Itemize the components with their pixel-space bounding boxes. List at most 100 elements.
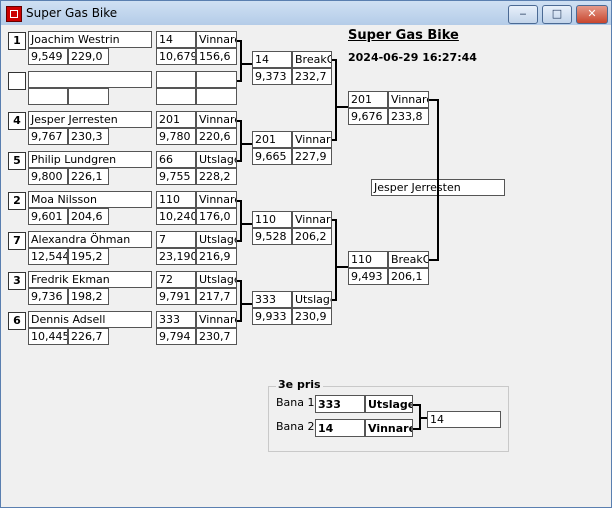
lane2-number-input[interactable]: 14 (315, 419, 365, 437)
vehicle-number[interactable]: 14 (156, 31, 196, 48)
competitor-speed[interactable]: 195,2 (68, 248, 109, 265)
run-time[interactable]: 10,679 (156, 48, 196, 65)
vehicle-number[interactable]: 7 (156, 231, 196, 248)
close-button[interactable]: ✕ (576, 5, 608, 24)
run-speed[interactable]: 176,0 (196, 208, 237, 225)
run-time[interactable]: 9,676 (348, 108, 388, 125)
run-speed[interactable]: 216,9 (196, 248, 237, 265)
vehicle-number[interactable] (156, 71, 196, 88)
competitor-name[interactable]: Fredrik Ekman (28, 271, 152, 288)
competitor-time[interactable] (28, 88, 68, 105)
run-time[interactable]: 9,493 (348, 268, 388, 285)
seed-number: 2 (8, 192, 26, 210)
vehicle-number[interactable]: 110 (156, 191, 196, 208)
seed-number: 1 (8, 32, 26, 50)
result-status[interactable]: Vinnare (196, 111, 237, 128)
result-status[interactable]: Vinnare (196, 311, 237, 328)
bracket-connector (240, 120, 242, 162)
bracket-connector (242, 303, 252, 305)
run-time[interactable]: 9,780 (156, 128, 196, 145)
maximize-button[interactable]: □ (542, 5, 572, 24)
result-status[interactable]: Utslagen (196, 151, 237, 168)
result-status[interactable]: Utslagen (196, 231, 237, 248)
competitor-speed[interactable]: 204,6 (68, 208, 109, 225)
lane2-result[interactable]: Vinnare (365, 419, 413, 437)
competitor-time[interactable]: 9,736 (28, 288, 68, 305)
result-status[interactable]: Vinnare (292, 131, 332, 148)
lane1-number-input[interactable]: 333 (315, 395, 365, 413)
vehicle-number[interactable]: 66 (156, 151, 196, 168)
minimize-button[interactable]: ‒ (508, 5, 538, 24)
competitor-time[interactable]: 9,601 (28, 208, 68, 225)
bracket-connector (237, 320, 242, 322)
competitor-time[interactable]: 9,800 (28, 168, 68, 185)
competitor-name[interactable]: Dennis Adsell (28, 311, 152, 328)
competitor-time[interactable]: 10,445 (28, 328, 68, 345)
run-time[interactable]: 9,665 (252, 148, 292, 165)
competitor-name[interactable]: Alexandra Öhman (28, 231, 152, 248)
run-time[interactable] (156, 88, 196, 105)
vehicle-number[interactable]: 72 (156, 271, 196, 288)
result-status[interactable]: BreakOut (388, 251, 429, 268)
competitor-name[interactable]: Moa Nilsson (28, 191, 152, 208)
vehicle-number[interactable]: 333 (252, 291, 292, 308)
vehicle-number[interactable]: 201 (348, 91, 388, 108)
bracket-connector (237, 40, 242, 42)
competitor-name[interactable]: Jesper Jerresten (28, 111, 152, 128)
run-speed[interactable]: 230,7 (196, 328, 237, 345)
vehicle-number[interactable]: 201 (156, 111, 196, 128)
competitor-time[interactable]: 12,544 (28, 248, 68, 265)
competitor-name[interactable]: Joachim Westrin (28, 31, 152, 48)
vehicle-number[interactable]: 201 (252, 131, 292, 148)
run-speed[interactable]: 156,6 (196, 48, 237, 65)
competitor-speed[interactable]: 226,7 (68, 328, 109, 345)
competitor-speed[interactable]: 226,1 (68, 168, 109, 185)
result-status[interactable]: BreakOut (292, 51, 332, 68)
seed-number: 7 (8, 232, 26, 250)
vehicle-number[interactable]: 110 (252, 211, 292, 228)
result-status[interactable]: Vinnare (196, 31, 237, 48)
vehicle-number[interactable]: 333 (156, 311, 196, 328)
vehicle-number[interactable]: 110 (348, 251, 388, 268)
run-time[interactable]: 9,791 (156, 288, 196, 305)
run-speed[interactable]: 230,9 (292, 308, 332, 325)
competitor-time[interactable]: 9,549 (28, 48, 68, 65)
result-status[interactable]: Vinnare (292, 211, 332, 228)
run-speed[interactable] (196, 88, 237, 105)
run-time[interactable]: 23,190 (156, 248, 196, 265)
third-place-winner-box[interactable]: 14 (427, 411, 501, 428)
bracket-connector (332, 299, 337, 301)
title-bar[interactable]: Super Gas Bike ‒ □ ✕ (1, 1, 611, 25)
third-place-group (268, 386, 509, 452)
run-speed[interactable]: 232,7 (292, 68, 332, 85)
lane1-result[interactable]: Utslagen (365, 395, 413, 413)
run-time[interactable]: 9,528 (252, 228, 292, 245)
competitor-speed[interactable] (68, 88, 109, 105)
result-status[interactable]: Utslagen (196, 271, 237, 288)
lane1-label: Bana 1 (276, 396, 315, 409)
run-speed[interactable]: 233,8 (388, 108, 429, 125)
competitor-time[interactable]: 9,767 (28, 128, 68, 145)
result-status[interactable] (196, 71, 237, 88)
run-time[interactable]: 9,794 (156, 328, 196, 345)
vehicle-number[interactable]: 14 (252, 51, 292, 68)
run-speed[interactable]: 228,2 (196, 168, 237, 185)
competitor-speed[interactable]: 198,2 (68, 288, 109, 305)
competitor-name[interactable] (28, 71, 152, 88)
competitor-name[interactable]: Philip Lundgren (28, 151, 152, 168)
run-speed[interactable]: 206,2 (292, 228, 332, 245)
result-status[interactable]: Utslagen (292, 291, 332, 308)
run-time[interactable]: 9,755 (156, 168, 196, 185)
result-status[interactable]: Vinnare (388, 91, 429, 108)
seed-number (8, 72, 26, 90)
run-speed[interactable]: 220,6 (196, 128, 237, 145)
run-time[interactable]: 10,240 (156, 208, 196, 225)
run-speed[interactable]: 206,1 (388, 268, 429, 285)
result-status[interactable]: Vinnare (196, 191, 237, 208)
run-speed[interactable]: 217,7 (196, 288, 237, 305)
competitor-speed[interactable]: 230,3 (68, 128, 109, 145)
run-time[interactable]: 9,933 (252, 308, 292, 325)
run-time[interactable]: 9,373 (252, 68, 292, 85)
competitor-speed[interactable]: 229,0 (68, 48, 109, 65)
run-speed[interactable]: 227,9 (292, 148, 332, 165)
